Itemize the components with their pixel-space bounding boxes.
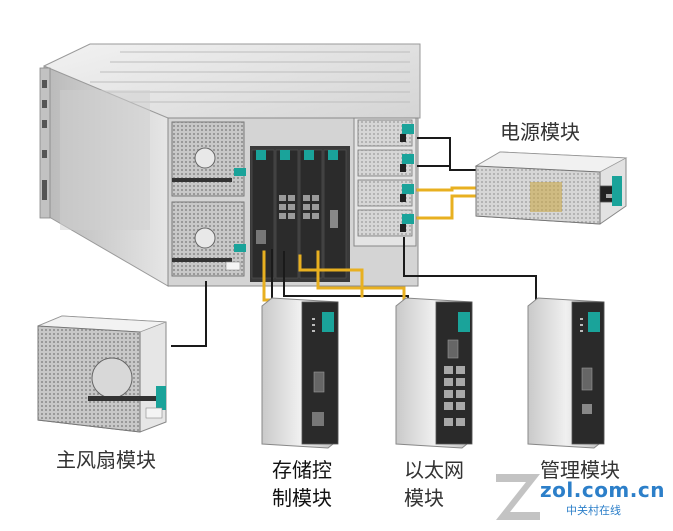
storage-module-label-line1: 存储控 [272, 458, 332, 482]
main-fan-module [37, 315, 167, 433]
ethernet-link-yellow-a [298, 254, 364, 298]
ethernet-module-label-line2: 模块 [404, 486, 444, 510]
fan-link [171, 281, 207, 347]
ethernet-blade [395, 297, 473, 449]
storage-controller-blade [261, 297, 339, 449]
chassis-psu-bays [353, 117, 417, 247]
front-fan-bay-top [171, 121, 246, 197]
management-link [403, 237, 537, 309]
power-module [474, 151, 628, 225]
watermark-url: zol.com.cn [540, 478, 665, 502]
main-chassis [39, 43, 421, 287]
storage-module-label-line2: 制模块 [272, 486, 332, 510]
front-fan-bay-bottom [171, 201, 246, 277]
connector-lines [171, 137, 537, 347]
ethernet-link-yellow-b [316, 250, 406, 310]
power-link-yellow [416, 186, 482, 192]
management-module-label: 管理模块 [540, 458, 620, 482]
power-link-yellow-2 [416, 194, 482, 220]
management-blade [527, 297, 605, 449]
power-module-label: 电源模块 [500, 120, 580, 144]
watermark-cn: 中关村在线 [566, 504, 621, 517]
power-link-black [417, 137, 481, 171]
fan-module-label: 主风扇模块 [56, 448, 156, 472]
zol-logo-icon [496, 474, 540, 520]
ethernet-module-label-line1: 以太网 [404, 458, 464, 482]
